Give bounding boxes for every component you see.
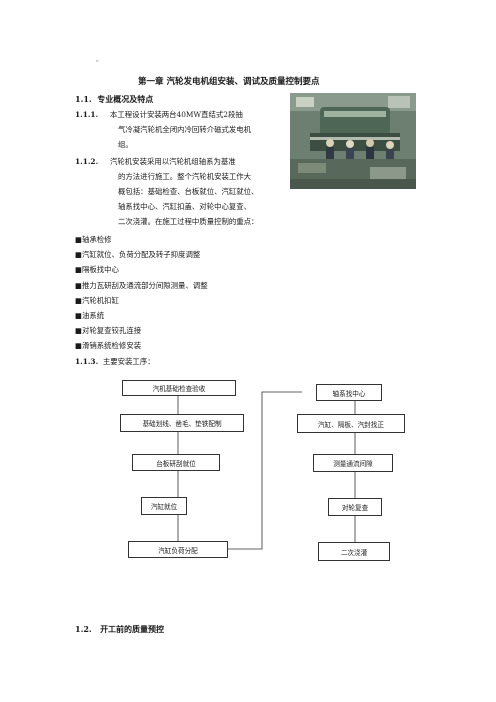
quality-control-focus-list: ■轴承检修 ■汽缸就位、负荷分配及转子抑度调整 ■隔板找中心 ■推力瓦研刮及通流…	[75, 232, 208, 354]
flow-step-clearance-measurement: 测量通流间隙	[313, 454, 393, 472]
flow-connector-to-right-column	[228, 391, 302, 550]
list-item: ■轴承检修	[75, 235, 112, 244]
section-number: 1.1.	[75, 94, 92, 104]
flow-step-load-distribution: 汽缸负荷分配	[128, 541, 228, 558]
section-1-2-heading: 1.2. 开工前的质量预控	[75, 624, 164, 635]
paragraph-line: 气冷凝汽轮机全闭内冷回转介磁式发电机	[118, 125, 252, 134]
paragraph-line: 二次浇灌。在施工过程中质量控制的重点：	[118, 217, 259, 226]
paragraph-line: 组。	[118, 140, 133, 149]
section-1-1-2-text: 汽轮机安装采用以汽轮机组轴系为基准 的方法进行施工。整个汽轮机安装工作大 概包括…	[110, 154, 258, 229]
section-1-1-1-number: 1.1.1.	[75, 110, 99, 119]
section-number: 1.1.3.	[75, 357, 99, 366]
section-title: 主要安装工序：	[102, 357, 155, 366]
flow-step-secondary-grouting: 二次浇灌	[318, 542, 390, 561]
list-item: ■滑销系统检修安装	[75, 341, 142, 351]
flow-step-diaphragm-alignment: 汽缸、隔板、汽封找正	[297, 414, 405, 433]
flow-step-foundation-inspection: 汽机基础检查验收	[122, 380, 236, 396]
flow-step-cylinder-placement: 汽缸就位	[141, 497, 187, 515]
flow-step-baseplate-placement: 台板研刮就位	[132, 454, 220, 471]
list-item: ■油系统	[75, 311, 105, 321]
turbine-installation-photo	[290, 93, 416, 189]
paragraph-line: 汽轮机安装采用以汽轮机组轴系为基准	[110, 157, 236, 166]
section-title: 开工前的质量预控	[100, 624, 165, 634]
turbine-photo-drawing	[290, 93, 416, 189]
section-1-1-1-text: 本工程设计安装两台40MW直结式2段抽 气冷凝汽轮机全闭内冷回转介磁式发电机 组…	[110, 107, 251, 152]
paragraph-line: 的方法进行施工。整个汽轮机安装工作大	[118, 172, 252, 181]
paragraph-line: 概包括：基础检查、台板就位、汽缸就位、	[118, 187, 259, 196]
list-item: ■汽轮机扣缸	[75, 295, 119, 305]
list-item: ■隔板找中心	[75, 265, 119, 275]
paragraph-line: 本工程设计安装两台40MW直结式2段抽	[110, 110, 243, 119]
flow-step-coupling-recheck: 对轮复查	[328, 498, 382, 516]
flow-step-shaft-alignment: 轴系找中心	[316, 384, 382, 401]
section-1-1-3-heading: 1.1.3. 主要安装工序：	[75, 354, 155, 369]
chapter-title: 第一章 汽轮发电机组安装、调试及质量控制要点	[138, 77, 320, 87]
list-item: ■推力瓦研刮及通流部分间隙测量、调整	[75, 280, 208, 290]
list-item: ■对轮复查铰孔连接	[75, 326, 142, 336]
page-mark: "	[96, 60, 99, 67]
section-number: 1.2.	[75, 624, 92, 634]
section-1-1-heading: 1.1. 专业概况及特点	[75, 94, 153, 105]
paragraph-line: 轴系找中心、汽缸扣盖、对轮中心复查、	[118, 202, 252, 211]
section-title: 专业概况及特点	[97, 94, 154, 104]
list-item: ■汽缸就位、负荷分配及转子抑度调整	[75, 250, 201, 260]
flow-step-foundation-marking: 基础划线、凿毛、垫铁配制	[120, 414, 244, 432]
section-1-1-2-number: 1.1.2.	[75, 157, 99, 166]
